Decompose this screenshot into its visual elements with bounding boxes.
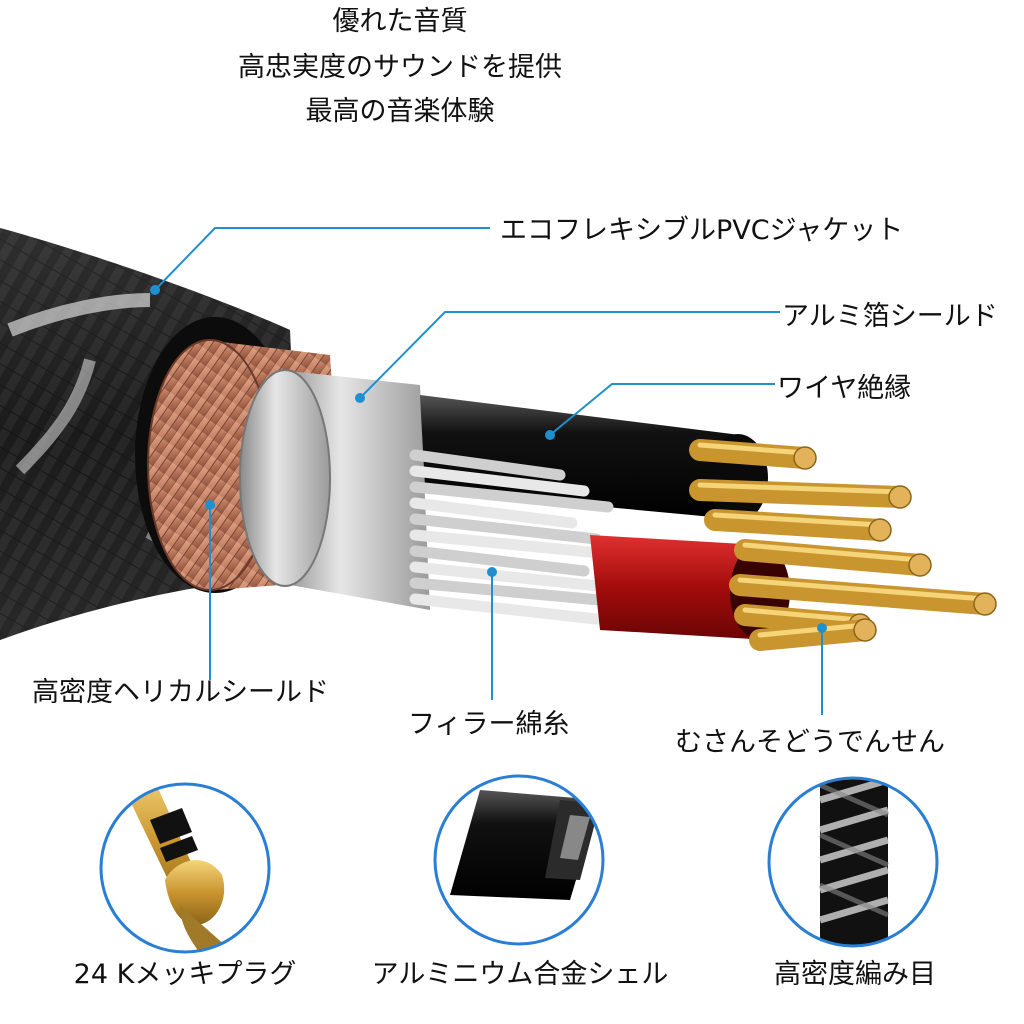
copper-strand-highlight — [712, 512, 883, 528]
caption-dense-weave: 高密度編み目 — [774, 959, 936, 990]
copper-strand-highlight — [697, 482, 903, 495]
filler-thread — [409, 497, 578, 529]
filler-thread — [409, 577, 638, 609]
copper-strands — [689, 439, 997, 651]
copper-strand-end — [868, 518, 892, 542]
filler-thread — [409, 529, 626, 561]
leader-dot-insulation — [545, 430, 555, 440]
leader-insulation — [549, 383, 775, 436]
leader-jacket — [154, 227, 490, 291]
copper-strand-end — [908, 553, 932, 577]
leader-dot-filler — [487, 567, 497, 577]
leader-lines — [154, 227, 823, 715]
feature-circle-shell — [433, 774, 605, 946]
copper-strand-end — [853, 618, 877, 642]
copper-strand-bundle — [749, 619, 876, 651]
headline-line-2: 高忠実度のサウンドを提供 — [238, 52, 562, 83]
leader-dot-foil — [355, 393, 365, 403]
copper-strand-highlight — [742, 607, 863, 623]
filler-threads — [409, 449, 638, 625]
filler-thread — [409, 593, 602, 625]
leader-dot-jacket — [150, 285, 160, 295]
leader-dot-copper — [817, 623, 827, 633]
headline-line-1: 優れた音質 — [332, 6, 468, 37]
feature-circle-plug — [99, 782, 271, 954]
copper-strand-end — [793, 446, 817, 470]
copper-strand-end — [973, 592, 997, 616]
aluminium-foil — [239, 369, 430, 610]
copper-strand-bundle — [689, 439, 816, 469]
copper-strand-bundle — [689, 479, 911, 508]
filler-thread — [409, 465, 590, 497]
copper-strand-bundle — [729, 574, 996, 615]
copper-strand-end — [888, 485, 912, 509]
copper-strand-highlight — [757, 622, 868, 638]
leader-foil — [359, 311, 780, 399]
caption-gold-plug: 24 Kメッキプラグ — [73, 959, 297, 990]
label-wire-insulation: ワイヤ絶縁 — [777, 373, 912, 404]
filler-thread — [409, 561, 614, 593]
copper-strand-bundle — [734, 539, 931, 576]
label-pvc-jacket: エコフレキシブルPVCジャケット — [500, 215, 904, 246]
label-helical-shield: 高密度ヘリカルシールド — [32, 677, 329, 708]
label-aluminium-foil: アルミ箔シールド — [782, 301, 998, 332]
filler-thread — [409, 513, 602, 545]
feature-circle-weave — [767, 776, 939, 948]
filler-thread — [409, 449, 566, 481]
copper-strand-highlight — [737, 577, 988, 602]
copper-strand-highlight — [697, 442, 808, 456]
caption-aluminium-shell: アルミニウム合金シェル — [371, 959, 669, 990]
label-copper-conductor: むさんそどうでんせん — [675, 727, 945, 758]
leader-dot-helical — [205, 500, 215, 510]
copper-strand-highlight — [742, 542, 923, 563]
filler-thread — [409, 545, 590, 577]
filler-thread — [409, 481, 614, 513]
headline-line-3: 最高の音楽体験 — [305, 96, 495, 127]
label-filler-threads: フィラー綿糸 — [408, 709, 570, 740]
copper-strand-bundle — [704, 509, 891, 541]
